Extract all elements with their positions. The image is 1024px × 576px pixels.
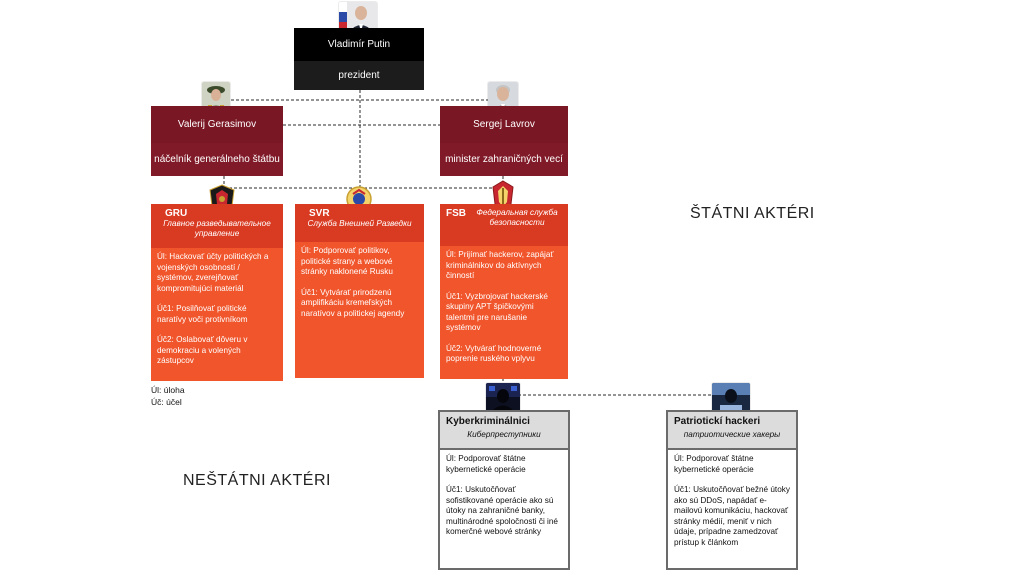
nonstate-patriotic-hackers: Patriotickí hackeri патриотические хакер… bbox=[666, 410, 798, 570]
legend: Úl: úloha Úč: účel bbox=[151, 384, 271, 408]
agency-fsb-body: Úl: Prijímať hackerov, zapájať krimináln… bbox=[440, 246, 568, 379]
agency-gru-code: GRU bbox=[165, 208, 188, 219]
lavrov-name: Sergej Lavrov bbox=[473, 119, 535, 130]
nonstate-patriotic-hackers-task: Úl: Podporovať štátne kybernetické operá… bbox=[674, 454, 754, 474]
lavrov-role-box: minister zahraničných vecí bbox=[440, 143, 568, 176]
nonstate-patriotic-hackers-subtitle: патриотические хакеры bbox=[683, 430, 781, 439]
agency-svr-purpose-1: Úč1: Vytvárať prirodzenú amplifikáciu kr… bbox=[301, 287, 405, 318]
nonstate-cybercriminals-task: Úl: Podporovať štátne kybernetické operá… bbox=[446, 454, 526, 474]
nonstate-patriotic-hackers-title: Patriotickí hackeri bbox=[674, 416, 761, 427]
nonstate-actors-label: NEŠTÁTNI AKTÉRI bbox=[183, 472, 331, 489]
lavrov-name-box: Sergej Lavrov bbox=[440, 106, 568, 143]
gerasimov-role: náčelník generálneho štátbu bbox=[154, 154, 280, 165]
gerasimov-name-box: Valerij Gerasimov bbox=[151, 106, 283, 143]
agency-gru-purpose-2: Úč2: Oslabovať dôveru v demokraciu a vol… bbox=[157, 335, 248, 365]
agency-svr-code: SVR bbox=[309, 208, 330, 219]
agency-fsb-header: FSB Федеральная служба безопасности bbox=[440, 204, 568, 246]
nonstate-cybercriminals: Kyberkriminálnici Киберпреступники Úl: P… bbox=[438, 410, 570, 570]
nonstate-cybercriminals-title: Kyberkriminálnici bbox=[446, 416, 530, 427]
legend-purpose: Úč: účel bbox=[151, 397, 182, 407]
putin-role-box: prezident bbox=[294, 61, 424, 90]
putin-name: Vladimír Putin bbox=[327, 39, 391, 50]
gerasimov-name: Valerij Gerasimov bbox=[177, 119, 257, 130]
agency-svr-task: Úl: Podporovať politikov, politické stra… bbox=[301, 246, 393, 276]
agency-svr-name: Служба Внешней Разведки bbox=[307, 219, 412, 228]
agency-fsb: FSB Федеральная служба безопасности Úl: … bbox=[440, 204, 568, 379]
cybercriminal-photo bbox=[486, 383, 520, 413]
agency-svr: SVR Служба Внешней Разведки Úl: Podporov… bbox=[295, 204, 424, 378]
nonstate-cybercriminals-body: Úl: Podporovať štátne kybernetické operá… bbox=[440, 450, 568, 552]
agency-svr-body: Úl: Podporovať politikov, politické stra… bbox=[295, 242, 424, 333]
agency-gru-name: Главное разведывательное управление bbox=[163, 219, 271, 238]
putin-name-box: Vladimír Putin bbox=[294, 28, 424, 61]
agency-fsb-purpose-1: Úč1: Vyzbrojovať hackerské skupiny APT š… bbox=[446, 291, 548, 333]
nonstate-cybercriminals-subtitle: Киберпреступники bbox=[467, 430, 541, 439]
agency-fsb-task: Úl: Prijímať hackerov, zapájať krimináln… bbox=[446, 250, 554, 280]
agency-svr-header: SVR Служба Внешней Разведки bbox=[295, 204, 424, 242]
agency-fsb-name: Федеральная служба безопасности bbox=[476, 208, 558, 227]
nonstate-cybercriminals-header: Kyberkriminálnici Киберпреступники bbox=[440, 412, 568, 450]
nonstate-patriotic-hackers-body: Úl: Podporovať štátne kybernetické operá… bbox=[668, 450, 796, 562]
nonstate-cybercriminals-purpose: Úč1: Uskutočňovať sofistikované operácie… bbox=[446, 485, 558, 536]
agency-gru-body: Úl: Hackovať účty politických a vojenský… bbox=[151, 248, 283, 381]
gerasimov-role-box: náčelník generálneho štátbu bbox=[151, 143, 283, 176]
legend-task: Úl: úloha bbox=[151, 385, 185, 395]
putin-role: prezident bbox=[338, 70, 380, 81]
lavrov-role: minister zahraničných vecí bbox=[445, 154, 563, 165]
patriotic-hacker-photo bbox=[712, 383, 750, 413]
agency-fsb-purpose-2: Úč2: Vytvárať hodnoverné poprenie ruskéh… bbox=[446, 343, 542, 364]
agency-gru: GRU Главное разведывательное управление … bbox=[151, 204, 283, 381]
nonstate-patriotic-hackers-purpose: Úč1: Uskutočňovať bežné útoky ako sú DDo… bbox=[674, 485, 790, 547]
agency-gru-task: Úl: Hackovať účty politických a vojenský… bbox=[157, 252, 269, 293]
agency-fsb-code: FSB bbox=[446, 208, 466, 219]
nonstate-patriotic-hackers-header: Patriotickí hackeri патриотические хакер… bbox=[668, 412, 796, 450]
state-actors-label: ŠTÁTNI AKTÉRI bbox=[690, 205, 815, 222]
agency-gru-purpose-1: Úč1: Posilňovať politické naratívy voči … bbox=[157, 304, 248, 324]
agency-gru-header: GRU Главное разведывательное управление bbox=[151, 204, 283, 248]
